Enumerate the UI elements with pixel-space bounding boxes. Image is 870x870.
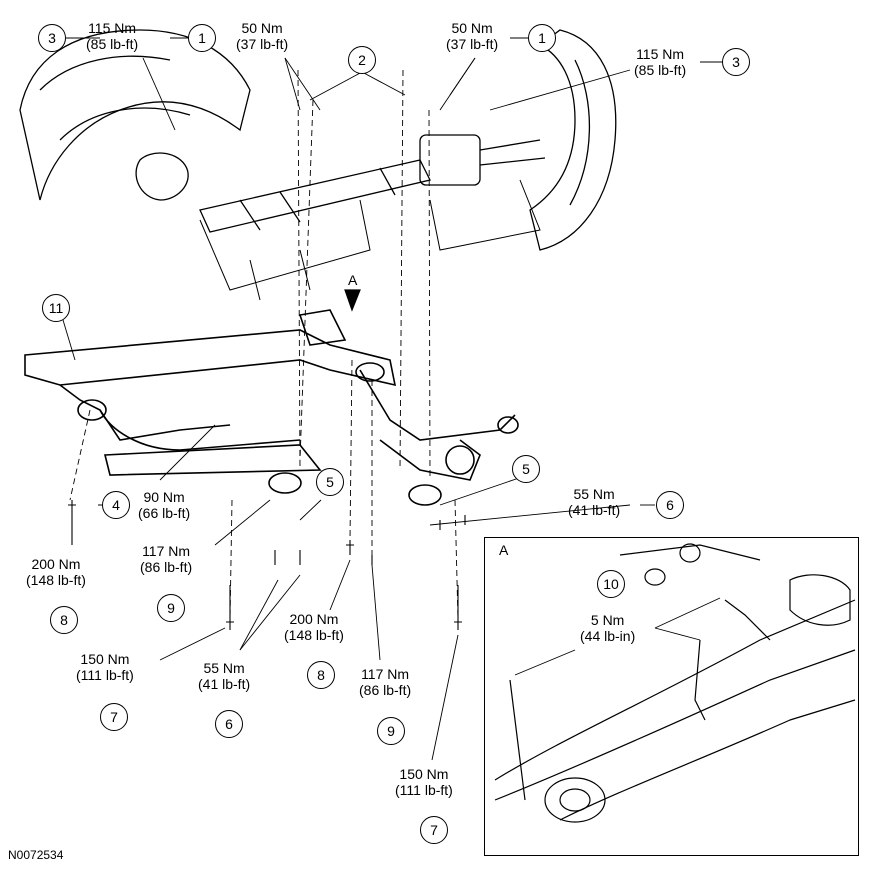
callout-9-mid: 9 xyxy=(377,717,405,745)
view-arrow-a xyxy=(344,289,361,312)
inset-view-a xyxy=(484,537,859,856)
callout-2: 2 xyxy=(348,46,376,74)
torque-115-left: 115 Nm(85 lb-ft) xyxy=(86,20,139,52)
subframe-crossmember xyxy=(24,309,519,506)
bolts xyxy=(68,500,466,630)
torque-5-inset: 5 Nm(44 lb-in) xyxy=(580,612,636,644)
callout-8-left: 8 xyxy=(50,606,78,634)
leader-lines xyxy=(59,37,723,761)
torque-50-right: 50 Nm(37 lb-ft) xyxy=(446,20,499,52)
callout-3-left: 3 xyxy=(38,24,66,52)
torque-150-right: 150 Nm(111 lb-ft) xyxy=(395,766,453,798)
inset-label: A xyxy=(499,542,509,558)
callout-10: 10 xyxy=(597,570,625,598)
body-structure xyxy=(199,179,541,301)
callout-6-bottom: 6 xyxy=(215,710,243,738)
torque-90: 90 Nm(66 lb-ft) xyxy=(138,489,191,521)
torque-200-mid: 200 Nm(148 lb-ft) xyxy=(284,611,344,643)
callout-7-right: 7 xyxy=(420,816,448,844)
callout-5-left: 5 xyxy=(316,468,344,496)
callout-4: 4 xyxy=(102,491,130,519)
torque-55-bottom: 55 Nm(41 lb-ft) xyxy=(198,660,251,692)
torque-55-right: 55 Nm(41 lb-ft) xyxy=(568,486,621,518)
torque-50-left: 50 Nm(37 lb-ft) xyxy=(236,20,289,52)
callout-1-left: 1 xyxy=(188,24,216,52)
callout-1-right: 1 xyxy=(528,24,556,52)
torque-200-left: 200 Nm(148 lb-ft) xyxy=(26,556,86,588)
callout-9-left: 9 xyxy=(157,594,185,622)
callout-7-left: 7 xyxy=(100,703,128,731)
torque-117-left: 117 Nm(86 lb-ft) xyxy=(140,543,193,575)
callout-6-right: 6 xyxy=(656,491,684,519)
callout-3-right: 3 xyxy=(722,48,750,76)
bolt-lines xyxy=(69,69,459,621)
view-marker-label: A xyxy=(348,272,358,288)
callout-5-right: 5 xyxy=(512,455,540,483)
steering-gear xyxy=(135,134,546,233)
torque-115-right: 115 Nm(85 lb-ft) xyxy=(634,46,687,78)
callout-8-mid: 8 xyxy=(307,661,335,689)
torque-150-left: 150 Nm(111 lb-ft) xyxy=(76,651,134,683)
inset-detail-art xyxy=(494,543,856,823)
inset-leaders xyxy=(514,597,721,676)
left-wheel-well xyxy=(19,29,251,201)
torque-117-mid: 117 Nm(86 lb-ft) xyxy=(359,666,412,698)
figure-id: N0072534 xyxy=(8,848,64,862)
callout-11: 11 xyxy=(42,294,70,322)
right-wheel-well xyxy=(529,29,617,251)
